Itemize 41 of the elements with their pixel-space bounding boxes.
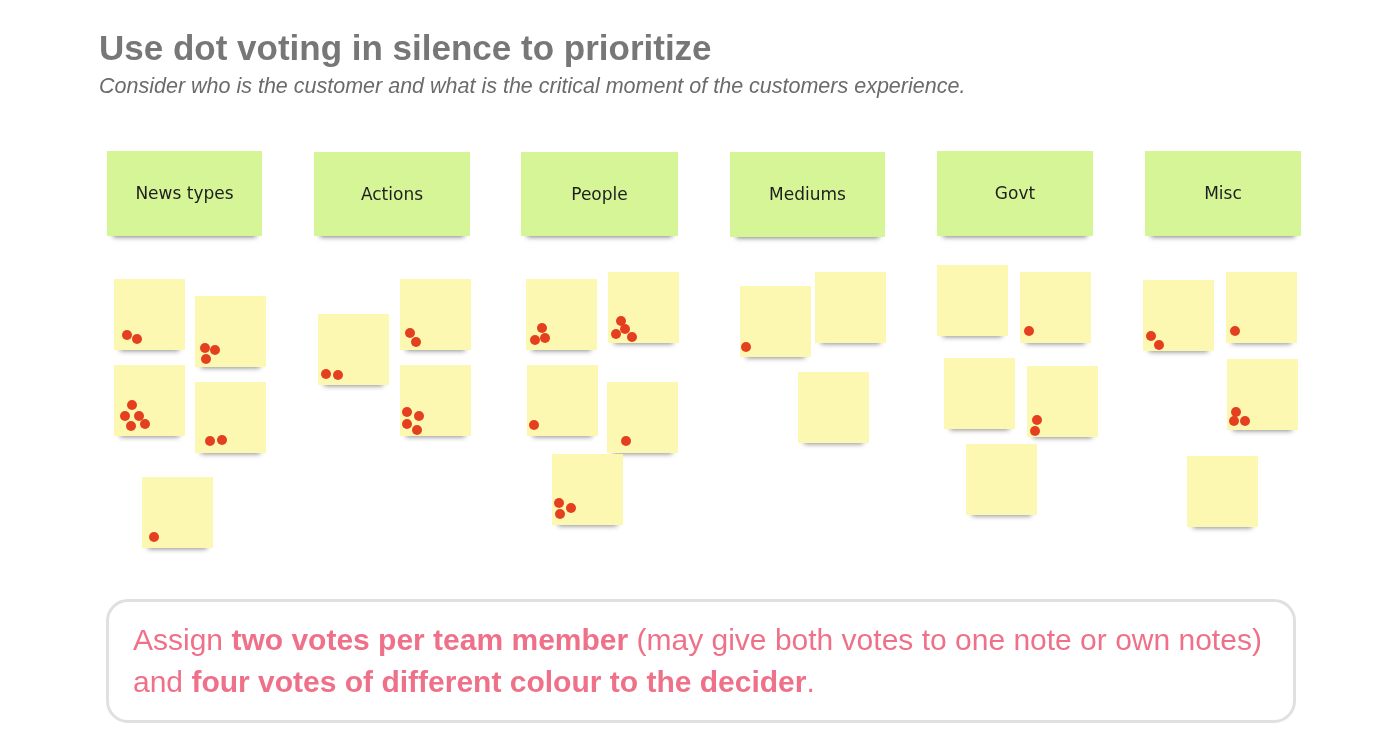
sticky-note bbox=[107, 151, 262, 236]
sticky-note bbox=[400, 365, 471, 436]
sticky-note bbox=[142, 477, 213, 548]
instruction-text: Assign two votes per team member (may give both votes to one note or own notes) and four votes of different colour to the decider. bbox=[133, 622, 1263, 700]
sticky-note bbox=[1145, 151, 1301, 236]
sticky-note bbox=[527, 365, 598, 436]
column-heading: People bbox=[571, 183, 628, 205]
sticky-note bbox=[740, 286, 811, 357]
sticky-note bbox=[521, 152, 678, 236]
sticky-note bbox=[607, 382, 678, 453]
sticky-note bbox=[314, 152, 470, 236]
sticky-note bbox=[608, 272, 679, 343]
sticky-note bbox=[937, 151, 1093, 236]
instruction-panel bbox=[106, 599, 1296, 723]
column-heading: News types bbox=[135, 183, 234, 204]
sticky-note bbox=[318, 314, 389, 385]
column-heading: Misc bbox=[1204, 183, 1242, 204]
sticky-note bbox=[798, 372, 869, 443]
sticky-note bbox=[944, 358, 1015, 429]
sticky-note bbox=[1143, 280, 1214, 351]
sticky-note bbox=[1227, 359, 1298, 430]
sticky-note bbox=[1226, 272, 1297, 343]
sticky-note bbox=[815, 272, 886, 343]
sticky-note bbox=[937, 265, 1008, 336]
sticky-note bbox=[730, 152, 885, 237]
sticky-note bbox=[552, 454, 623, 525]
sticky-note bbox=[1020, 272, 1091, 343]
subtitle: Consider who is the customer and what is the critical moment of the customers experience. bbox=[99, 74, 966, 99]
sticky-note bbox=[400, 279, 471, 350]
sticky-note bbox=[195, 296, 266, 367]
sticky-note bbox=[526, 279, 597, 350]
sticky-note bbox=[1187, 456, 1258, 527]
sticky-note bbox=[114, 365, 185, 436]
title: Use dot voting in silence to prioritize bbox=[99, 28, 712, 68]
column-heading: Govt bbox=[994, 183, 1036, 204]
column-heading: Actions bbox=[360, 183, 424, 205]
sticky-note bbox=[1027, 366, 1098, 437]
sticky-note bbox=[114, 279, 185, 350]
sticky-note bbox=[966, 444, 1037, 515]
sticky-note bbox=[195, 382, 266, 453]
column-heading: Mediums bbox=[769, 184, 846, 205]
